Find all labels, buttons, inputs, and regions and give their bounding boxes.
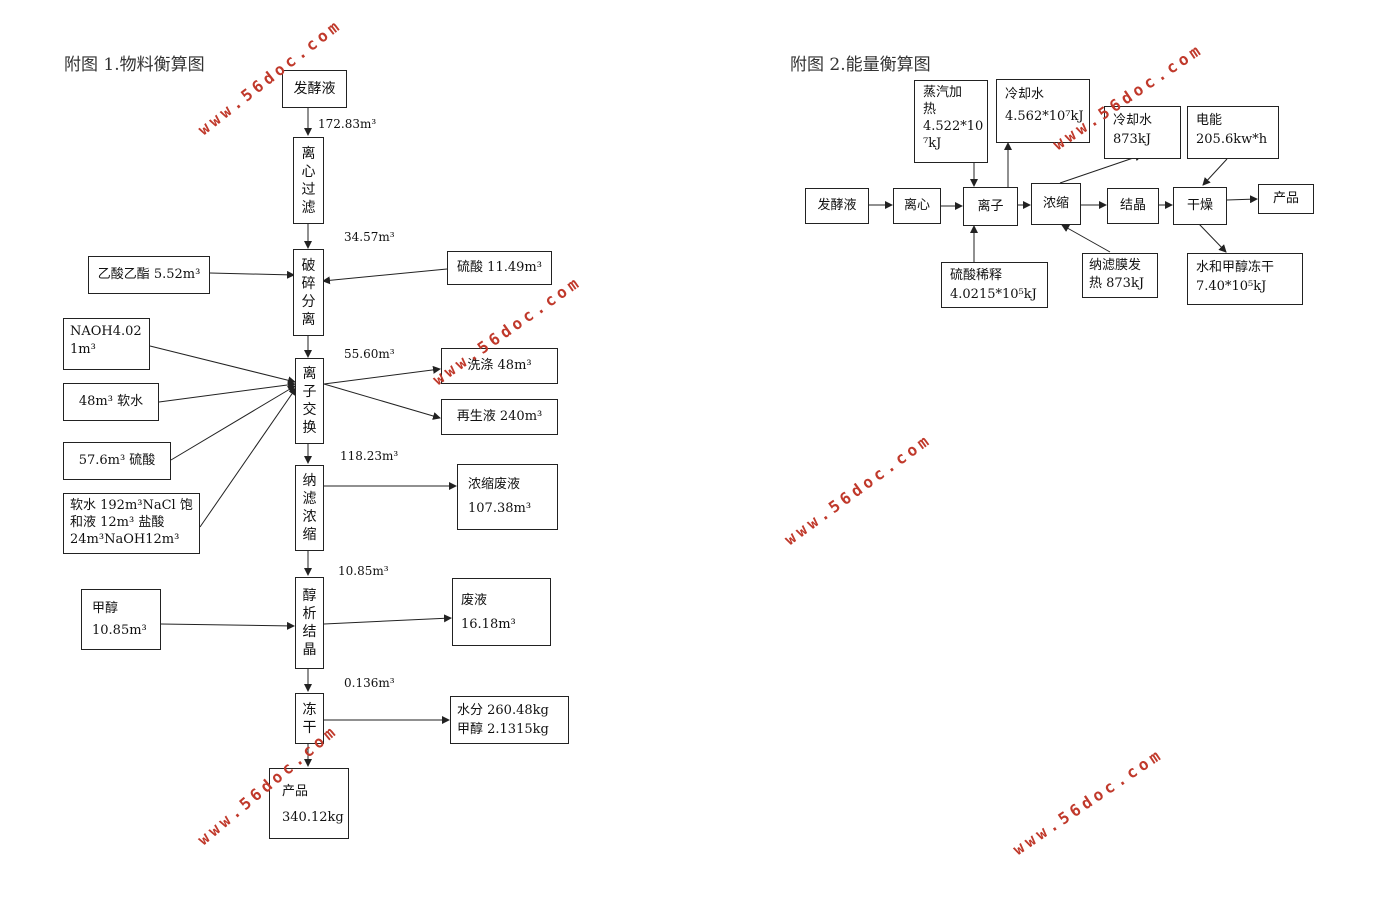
flow-label-4: 118.23m³	[340, 449, 399, 463]
e-crystal-box: 结晶	[1107, 188, 1159, 224]
steam-heat-box: 蒸汽加 热 4.522*10 ⁷kJ	[914, 80, 988, 163]
flow-label-3: 55.60m³	[344, 347, 395, 361]
nano-label: 纳滤浓缩	[302, 473, 317, 543]
nano-box: 纳滤浓缩	[295, 465, 324, 551]
flow-label-5: 10.85m³	[338, 564, 389, 578]
acid-dilution-box: 硫酸稀释 4.0215*10⁵kJ	[941, 262, 1048, 308]
e-centrifuge-box: 离心	[893, 188, 941, 224]
e-dry-box: 干燥	[1173, 187, 1227, 225]
ferment-box: 发酵液	[282, 70, 347, 108]
crush-box: 破碎分离	[293, 249, 324, 336]
regen-label: 再生液 240m³	[456, 409, 543, 424]
material-title: 附图 1.物料衡算图	[64, 55, 205, 75]
h2so4-label: 57.6m³ 硫酸	[78, 453, 156, 468]
wash-box: 洗涤 48m³	[441, 348, 558, 384]
regenerant-mix-box: 软水 192m³NaCl 饱 和液 12m³ 盐酸 24m³NaOH12m³	[63, 493, 200, 554]
centrifuge-label: 离心过滤	[301, 145, 316, 216]
ion-exchange-label: 离子交换	[302, 366, 317, 436]
electric-power-box: 电能 205.6kw*h	[1187, 106, 1279, 159]
waste-box: 废液 16.18m³	[452, 578, 551, 646]
freeze-dry-box: 水和甲醇冻干 7.40*10⁵kJ	[1187, 253, 1303, 305]
wash-label: 洗涤 48m³	[467, 358, 532, 373]
e-concentrate-box: 浓缩	[1031, 183, 1081, 225]
soft-water-box: 48m³ 软水	[63, 383, 159, 421]
flow-label-2: 34.57m³	[344, 230, 395, 244]
ethyl-acetate-label: 乙酸乙酯 5.52m³	[97, 267, 201, 282]
naoh-box: NAOH4.02 1m³	[63, 318, 150, 370]
e-crystal-label: 结晶	[1119, 198, 1146, 213]
e-product-label: 产品	[1272, 191, 1299, 206]
cooling-water-box-1: 冷却水 4.562*10⁷kJ	[996, 79, 1090, 143]
crystal-box: 醇析结晶	[295, 577, 324, 669]
energy-title: 附图 2.能量衡算图	[790, 55, 931, 75]
e-dry-label: 干燥	[1186, 198, 1213, 213]
regen-box: 再生液 240m³	[441, 399, 558, 435]
e-centrifuge-label: 离心	[903, 198, 930, 213]
freeze-label: 冻干	[302, 701, 317, 736]
soft-water-label: 48m³ 软水	[78, 394, 144, 409]
water-methanol-box: 水分 260.48kg 甲醇 2.1315kg	[450, 696, 569, 744]
methanol-box: 甲醇 10.85m³	[81, 589, 161, 650]
product-box: 产品 340.12kg	[269, 768, 349, 839]
e-ferment-label: 发酵液	[817, 198, 857, 213]
ferment-label: 发酵液	[293, 81, 336, 97]
ethyl-acetate-box: 乙酸乙酯 5.52m³	[88, 256, 210, 294]
crystal-label: 醇析结晶	[302, 588, 317, 658]
e-concentrate-label: 浓缩	[1042, 196, 1069, 211]
centrifuge-box: 离心过滤	[293, 137, 324, 224]
ion-exchange-box: 离子交换	[295, 358, 324, 444]
e-ion-label: 离子	[977, 198, 1004, 214]
flow-label-6: 0.136m³	[344, 676, 395, 690]
e-ion-box: 离子	[963, 187, 1018, 226]
cooling-water-box-2: 冷却水 873kJ	[1104, 106, 1181, 159]
freeze-box: 冻干	[295, 693, 324, 744]
crush-label: 破碎分离	[301, 257, 316, 328]
flow-label-1: 172.83m³	[318, 117, 377, 131]
e-ferment-box: 发酵液	[805, 188, 869, 224]
nanofiltration-heat-box: 纳滤膜发 热 873kJ	[1082, 253, 1158, 298]
h2so4-box: 57.6m³ 硫酸	[63, 442, 171, 480]
sulfuric-label: 硫酸 11.49m³	[457, 260, 542, 275]
sulfuric-box: 硫酸 11.49m³	[447, 251, 552, 285]
conc-waste-box: 浓缩废液 107.38m³	[457, 464, 558, 530]
e-product-box: 产品	[1258, 184, 1314, 214]
